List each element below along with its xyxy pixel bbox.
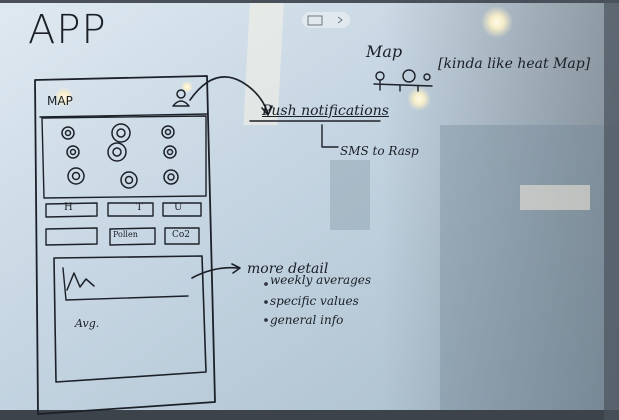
detail-panel xyxy=(53,255,207,383)
detail-item: specific values xyxy=(270,294,359,308)
room-reflection xyxy=(440,125,619,420)
arrow-head xyxy=(261,105,273,116)
bullet xyxy=(264,300,268,304)
window-reflection xyxy=(520,185,590,210)
more-detail-label: more detail xyxy=(247,261,329,277)
avg-label: Avg. xyxy=(75,317,100,330)
button-h-label: H xyxy=(64,202,73,213)
push-notifications-label: Push notifications xyxy=(262,103,389,119)
heatmap-scribble-icon xyxy=(373,69,433,92)
map-note: [kinda like heat Map] xyxy=(438,56,591,72)
poster-reflection xyxy=(330,160,370,230)
light-strip-reflection xyxy=(243,0,284,125)
button-co2-label: Co2 xyxy=(172,230,191,240)
graph-axes xyxy=(62,267,189,301)
bullet xyxy=(264,282,268,286)
board-frame-right xyxy=(604,0,619,420)
map-panel xyxy=(41,115,207,199)
button-u-label: U xyxy=(174,202,183,213)
ceiling-light xyxy=(481,6,513,38)
button-t-outline xyxy=(107,202,154,217)
button-t-label: T xyxy=(136,202,143,213)
board-frame-top xyxy=(0,0,619,3)
button-h-outline xyxy=(45,202,98,218)
map-title: Map xyxy=(366,42,403,61)
detail-item: weekly averages xyxy=(270,273,372,287)
bullet xyxy=(264,318,268,322)
projected-toolbar xyxy=(302,12,350,28)
ceiling-light xyxy=(181,81,193,93)
detail-item: general info xyxy=(270,313,344,327)
line-graph-icon xyxy=(66,272,95,291)
button-pollen-label: Pollen xyxy=(113,230,138,239)
ceiling-light xyxy=(407,87,431,111)
phone-map-label: MAP xyxy=(47,94,73,108)
sms-connector xyxy=(321,124,339,148)
button-pollen-outline xyxy=(109,227,156,246)
button-u-outline xyxy=(162,202,202,217)
button-blank-outline xyxy=(45,227,98,246)
arrow-head xyxy=(231,263,241,274)
arrow-icon xyxy=(189,76,269,115)
sms-label: SMS to Rasp xyxy=(340,144,419,158)
app-title: APP xyxy=(28,7,107,53)
phone-header-divider xyxy=(39,113,209,118)
button-co2-outline xyxy=(164,227,200,245)
phone-outline xyxy=(34,75,216,415)
person-icon xyxy=(172,89,190,107)
board-frame-bottom xyxy=(0,410,619,420)
heatmap-scribble-icon xyxy=(61,123,179,189)
ceiling-light xyxy=(54,87,74,107)
arrow-icon xyxy=(191,266,239,279)
